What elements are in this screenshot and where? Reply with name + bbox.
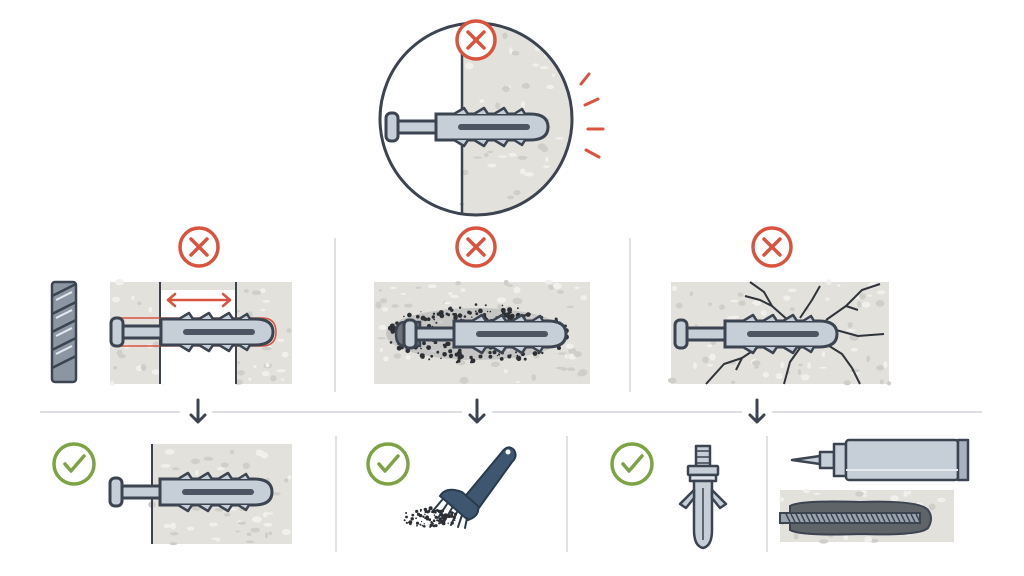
wall-plug bbox=[108, 471, 274, 513]
wall-plug bbox=[384, 106, 550, 148]
x-circle-icon bbox=[178, 226, 220, 268]
expansion-anchor-icon bbox=[678, 444, 728, 550]
drill-bit-icon bbox=[50, 280, 78, 384]
panel-fault-concrete-cracked bbox=[667, 226, 892, 386]
check-circle-icon bbox=[366, 442, 410, 486]
panel-fix-stronger-anchor bbox=[610, 442, 728, 550]
grid-dividers bbox=[40, 238, 982, 552]
resin-cartridge-icon bbox=[790, 438, 970, 482]
arrow-down-icon bbox=[748, 398, 766, 424]
check-circle-icon bbox=[52, 442, 96, 486]
strain-lines bbox=[579, 72, 605, 159]
x-circle-icon bbox=[455, 19, 497, 61]
cracks bbox=[705, 281, 885, 385]
hole-outline bbox=[118, 317, 277, 347]
check-circle-icon bbox=[610, 442, 654, 486]
x-circle-icon bbox=[751, 226, 793, 268]
panel-top-plug-not-seated bbox=[378, 19, 605, 217]
arrow-down-icon bbox=[468, 398, 486, 424]
width-arrow-icon bbox=[166, 292, 232, 308]
panel-fault-hole-too-wide bbox=[50, 226, 292, 386]
panel-fix-correct-fit bbox=[52, 442, 292, 546]
x-circle-icon bbox=[455, 226, 497, 268]
panel-fix-chemical-anchor bbox=[778, 438, 970, 544]
panel-fault-dust-in-hole bbox=[374, 226, 590, 384]
panel-fix-clean-hole bbox=[366, 442, 517, 529]
threaded-rod-icon bbox=[779, 512, 921, 524]
dust-particles bbox=[403, 506, 458, 528]
arrow-down-icon bbox=[189, 398, 207, 424]
